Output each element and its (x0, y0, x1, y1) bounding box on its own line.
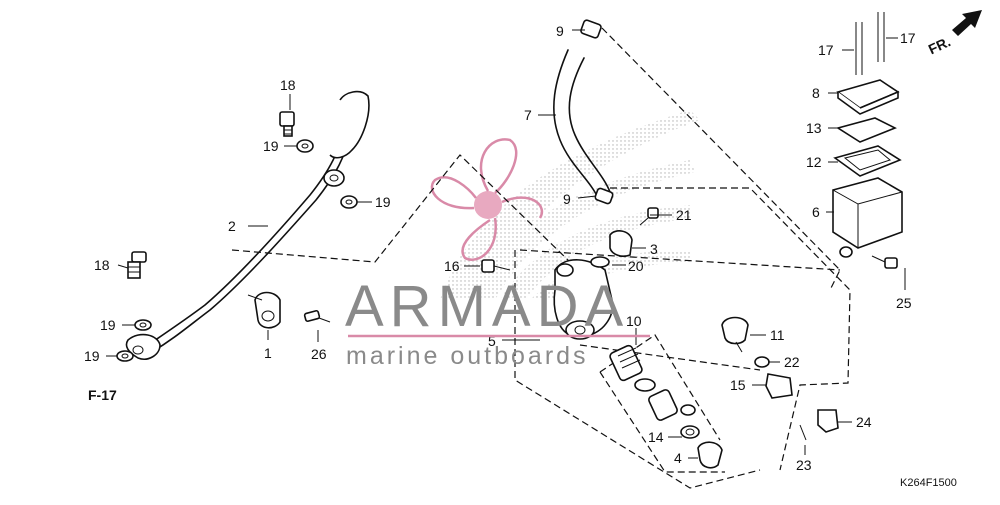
label-p5: 5 (488, 333, 496, 349)
label-p9-top: 9 (556, 23, 564, 39)
label-p24: 24 (856, 414, 872, 430)
watermark-brand: ARMADA (345, 274, 629, 339)
reservoir-assembly (832, 12, 903, 269)
label-p6: 6 (812, 204, 820, 220)
label-p22: 22 (784, 354, 800, 370)
label-p4: 4 (674, 450, 682, 466)
label-p19-4: 19 (84, 348, 100, 364)
label-p21: 21 (676, 207, 692, 223)
label-p9-mid: 9 (563, 191, 571, 207)
label-p18-top: 18 (280, 77, 296, 93)
armada-watermark: ARMADA marine outboards (345, 274, 650, 370)
clamp-icon (247, 291, 331, 329)
label-p14: 14 (648, 429, 664, 445)
label-p10: 10 (626, 313, 642, 329)
label-p15: 15 (730, 377, 746, 393)
watermark-tagline: marine outboards (346, 342, 589, 370)
label-p26: 26 (311, 346, 327, 362)
label-p16: 16 (444, 258, 460, 274)
label-p1: 1 (264, 345, 272, 361)
propeller-logo (430, 138, 543, 261)
label-p20: 20 (628, 258, 644, 274)
label-p25: 25 (896, 295, 912, 311)
brake-hose (125, 90, 370, 360)
label-p12: 12 (806, 154, 822, 170)
label-p7: 7 (524, 107, 532, 123)
bolt-icon (279, 111, 295, 137)
label-p11: 11 (770, 327, 785, 343)
reservoir-hose (553, 19, 614, 205)
label-p2: 2 (228, 218, 236, 234)
label-p19-2: 19 (375, 194, 391, 210)
label-p8: 8 (812, 85, 820, 101)
front-label: FR. (926, 33, 953, 57)
front-arrow-icon (952, 10, 982, 36)
bolt-icon (127, 251, 147, 279)
leader-lines (106, 29, 906, 459)
label-p17-left: 17 (818, 42, 834, 58)
label-p19-3: 19 (100, 317, 116, 333)
label-p18-bottom: 18 (94, 257, 110, 273)
label-p13: 13 (806, 120, 822, 136)
diagram-code: K264F1500 (900, 477, 957, 489)
label-p23: 23 (796, 457, 812, 473)
label-p19-1: 19 (263, 138, 279, 154)
label-p17-right: 17 (900, 30, 916, 46)
master-cylinder (553, 230, 633, 340)
label-p3: 3 (650, 241, 658, 257)
part-labels: 18 19 19 2 18 19 19 F-17 1 26 9 7 9 21 3… (84, 23, 957, 489)
piston-kit (609, 344, 723, 469)
washer-icon (116, 139, 358, 362)
label-ref-f17: F-17 (88, 387, 117, 403)
pushrod-joint (721, 316, 839, 441)
